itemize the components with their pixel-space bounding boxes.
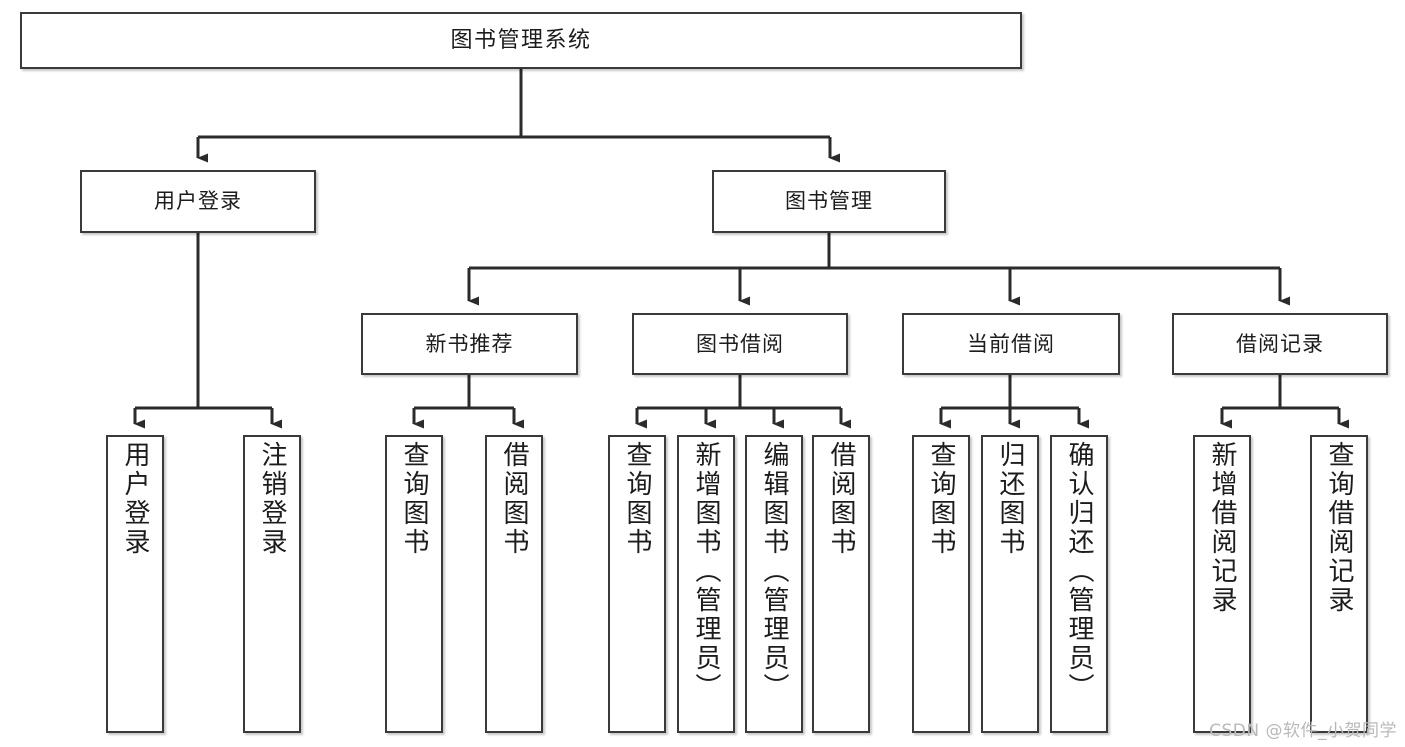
leaf-current-borrow-confirm-return[interactable]: 确认归还（管理员） [1050,435,1108,733]
node-label: 当前借阅 [967,331,1055,356]
node-label: 借阅图书 [826,441,856,557]
node-label: 新增图书（管理员） [691,441,721,702]
leaf-new-book-query[interactable]: 查询图书 [385,435,443,733]
node-borrow-record[interactable]: 借阅记录 [1172,313,1388,375]
leaf-current-borrow-query[interactable]: 查询图书 [912,435,970,733]
node-new-book-recommend[interactable]: 新书推荐 [361,313,578,375]
node-label: 用户登录 [120,441,150,557]
node-label: 查询图书 [926,441,956,557]
node-root-library-system[interactable]: 图书管理系统 [20,12,1022,69]
leaf-new-book-borrow[interactable]: 借阅图书 [485,435,543,733]
leaf-current-borrow-return[interactable]: 归还图书 [981,435,1039,733]
node-label: 图书借阅 [696,331,784,356]
node-label: 借阅记录 [1236,331,1324,356]
node-label: 查询图书 [622,441,652,557]
node-label: 归还图书 [995,441,1025,557]
node-user-login[interactable]: 用户登录 [80,170,316,233]
node-book-borrow[interactable]: 图书借阅 [632,313,848,375]
leaf-borrow-record-query[interactable]: 查询借阅记录 [1310,435,1368,733]
node-label: 编辑图书（管理员） [759,441,789,702]
node-label: 图书管理 [785,189,873,214]
node-label: 查询借阅记录 [1324,441,1354,615]
leaf-borrow-record-add[interactable]: 新增借阅记录 [1193,435,1251,733]
node-label: 查询图书 [399,441,429,557]
leaf-book-borrow-edit[interactable]: 编辑图书（管理员） [745,435,803,733]
watermark-text: CSDN @软件_小贺同学 [1209,721,1397,741]
node-label: 借阅图书 [499,441,529,557]
leaf-book-borrow-add[interactable]: 新增图书（管理员） [677,435,735,733]
leaf-book-borrow-query[interactable]: 查询图书 [608,435,666,733]
node-book-management[interactable]: 图书管理 [712,170,946,233]
node-label: 确认归还（管理员） [1064,441,1094,702]
node-label: 新书推荐 [425,331,514,356]
node-label: 注销登录 [257,441,287,557]
node-label: 新增借阅记录 [1207,441,1237,615]
leaf-book-borrow-borrow[interactable]: 借阅图书 [812,435,870,733]
leaf-user-login-logout[interactable]: 注销登录 [243,435,301,733]
leaf-user-login-login[interactable]: 用户登录 [106,435,164,733]
node-current-borrow[interactable]: 当前借阅 [902,313,1120,375]
node-label: 用户登录 [154,189,242,214]
node-label: 图书管理系统 [450,27,592,53]
